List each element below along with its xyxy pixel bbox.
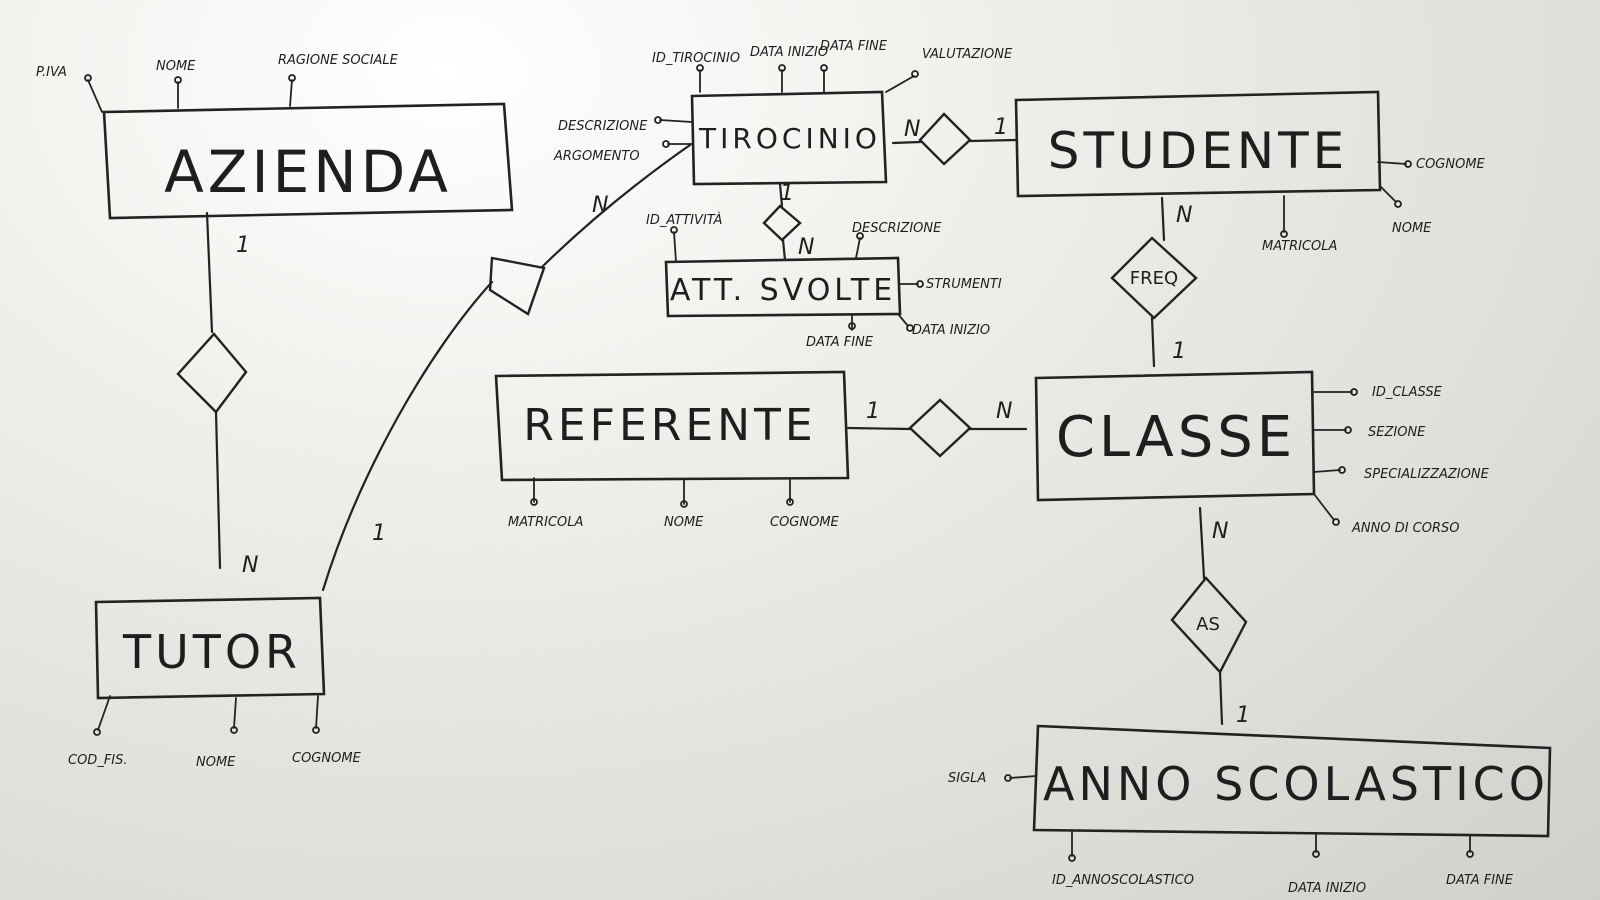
attributes-tutor: COD_FIS. NOME COGNOME	[68, 695, 362, 770]
card-tutor-side: N	[242, 553, 258, 578]
attr-tutor-cognome: COGNOME	[292, 751, 362, 766]
attr-azienda-ragione-sociale: RAGIONE SOCIALE	[278, 53, 399, 68]
cardinalities: 1 N N 1 N 1 1 N N 1 1 N N 1	[236, 115, 1250, 728]
attr-anno-sigla: SIGLA	[948, 771, 986, 786]
line-attrel-att	[781, 238, 787, 262]
card-tirocinio-att-side: 1	[780, 181, 794, 206]
relationship-as: AS	[1170, 576, 1248, 675]
line-referente-rel	[846, 426, 912, 431]
entity-att-svolte-label: ATT. SVOLTE	[670, 273, 896, 308]
attr-classe-sezione: SEZIONE	[1368, 425, 1426, 440]
attr-studente-matricola: MATRICOLA	[1262, 239, 1337, 254]
attributes-classe: ID_CLASSE SEZIONE SPECIALIZZAZIONE ANNO …	[1313, 385, 1490, 536]
relationship-tirocinio-att	[762, 204, 802, 242]
entity-studente-label: STUDENTE	[1048, 122, 1349, 180]
attributes-azienda: P.IVA NOME RAGIONE SOCIALE	[36, 53, 399, 113]
attr-referente-matricola: MATRICOLA	[508, 515, 583, 530]
card-tirocinio-studente-side: N	[904, 117, 920, 142]
entity-azienda: AZIENDA	[102, 102, 514, 220]
attributes-tirocinio: ID_TIROCINIO DATA INIZIO DATA FINE VALUT…	[553, 39, 1013, 164]
attr-classe-specializzazione: SPECIALIZZAZIONE	[1364, 467, 1490, 482]
attr-anno-id: ID_ANNOSCOLASTICO	[1052, 873, 1194, 888]
line-as-anno	[1218, 670, 1224, 726]
line-freq-classe	[1150, 316, 1156, 368]
attr-tutor-cod-fis: COD_FIS.	[68, 753, 128, 768]
attr-tirocinio-data-inizio: DATA INIZIO	[750, 45, 828, 60]
attr-att-data-fine: DATA FINE	[806, 335, 874, 350]
line-rel-studente	[968, 138, 1018, 143]
attr-azienda-piva: P.IVA	[36, 65, 67, 80]
attr-att-id: ID_ATTIVITÀ	[646, 212, 722, 228]
entity-tutor: TUTOR	[94, 596, 326, 700]
attr-anno-data-inizio: DATA INIZIO	[1288, 881, 1366, 896]
entity-tirocinio: TIROCINIO	[690, 90, 888, 186]
relationship-referente-classe	[908, 398, 972, 458]
entity-att-svolte: ATT. SVOLTE	[664, 256, 902, 318]
card-tutor-tirocinio-side: 1	[372, 521, 386, 546]
attr-studente-nome: NOME	[1392, 221, 1432, 236]
entity-anno-scolastico-label: ANNO SCOLASTICO	[1043, 757, 1549, 811]
line-tirocinio-rel	[891, 140, 922, 145]
attr-tutor-nome: NOME	[196, 755, 236, 770]
card-classe-referente-side: N	[996, 399, 1012, 424]
attr-att-data-inizio: DATA INIZIO	[912, 323, 990, 338]
line-rel-tutor	[214, 410, 222, 570]
attr-att-strumenti: STRUMENTI	[926, 277, 1002, 292]
attr-studente-cognome: COGNOME	[1416, 157, 1486, 172]
relationship-as-label: AS	[1196, 614, 1220, 635]
entity-azienda-label: AZIENDA	[164, 138, 452, 206]
entity-classe-label: CLASSE	[1056, 405, 1296, 470]
attr-classe-anno-di-corso: ANNO DI CORSO	[1351, 521, 1460, 536]
entity-studente: STUDENTE	[1014, 90, 1382, 198]
line-azienda-rel	[205, 211, 214, 334]
attr-classe-id: ID_CLASSE	[1372, 385, 1443, 400]
card-tirocinio-tutor-side: N	[592, 193, 608, 218]
line-tirocinio-attrel	[778, 182, 784, 208]
attr-att-descrizione: DESCRIZIONE	[852, 221, 942, 236]
entity-tutor-label: TUTOR	[122, 625, 301, 679]
attr-referente-cognome: COGNOME	[770, 515, 840, 530]
attr-referente-nome: NOME	[664, 515, 704, 530]
card-azienda-side: 1	[236, 233, 250, 258]
attr-tirocinio-data-fine: DATA FINE	[820, 39, 888, 54]
attr-azienda-nome: NOME	[156, 59, 196, 74]
card-referente-side: 1	[866, 399, 880, 424]
connector-lines	[205, 138, 1224, 726]
line-studente-freq	[1160, 196, 1166, 242]
card-studente-tirocinio-side: 1	[994, 115, 1008, 140]
entity-referente: REFERENTE	[494, 370, 850, 482]
card-anno-as-side: 1	[1236, 703, 1250, 728]
entity-anno-scolastico: ANNO SCOLASTICO	[1032, 724, 1552, 838]
relationship-tirocinio-studente	[918, 112, 972, 166]
line-classe-as	[1198, 506, 1206, 580]
attributes-studente: COGNOME NOME MATRICOLA	[1262, 157, 1486, 254]
entity-referente-label: REFERENTE	[523, 400, 816, 451]
card-classe-freq-side: 1	[1172, 339, 1186, 364]
relationship-tutor-tirocinio	[488, 256, 546, 316]
line-tutor-rel	[321, 280, 494, 592]
attributes-anno-scolastico: SIGLA ID_ANNOSCOLASTICO DATA INIZIO DATA…	[948, 771, 1514, 896]
relationship-freq: FREQ	[1110, 236, 1198, 320]
line-rel-tirocinio	[540, 143, 692, 269]
attr-tirocinio-argomento: ARGOMENTO	[553, 149, 640, 164]
card-classe-as-side: N	[1212, 519, 1228, 544]
attr-anno-data-fine: DATA FINE	[1446, 873, 1514, 888]
attributes-referente: MATRICOLA NOME COGNOME	[508, 477, 840, 530]
entity-classe: CLASSE	[1034, 370, 1316, 502]
attr-tirocinio-descrizione: DESCRIZIONE	[558, 119, 648, 134]
attr-tirocinio-id: ID_TIROCINIO	[652, 51, 740, 66]
attr-tirocinio-valutazione: VALUTAZIONE	[922, 47, 1013, 62]
card-studente-freq-side: N	[1176, 203, 1192, 228]
attributes-att-svolte: ID_ATTIVITÀ DESCRIZIONE STRUMENTI DATA I…	[646, 212, 1002, 350]
entity-tirocinio-label: TIROCINIO	[698, 122, 881, 155]
card-att-tirocinio-side: N	[798, 235, 814, 260]
relationship-azienda-tutor	[176, 332, 248, 414]
relationship-freq-label: FREQ	[1130, 268, 1178, 289]
